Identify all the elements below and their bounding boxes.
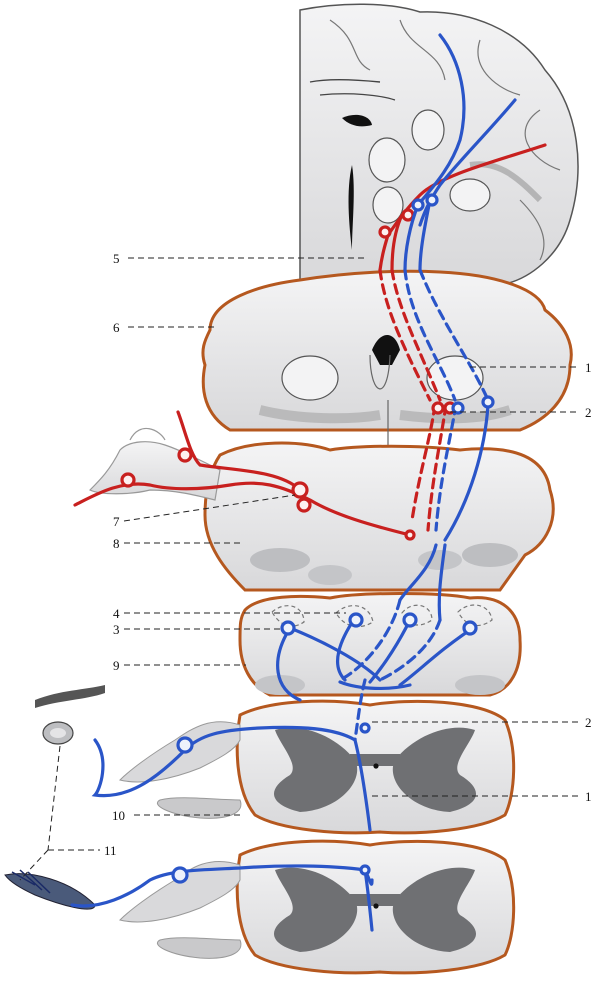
label-7: 7	[113, 514, 120, 529]
label-2-upper: 2	[585, 405, 592, 420]
label-leader-lines	[19, 257, 578, 881]
label-9: 9	[113, 658, 120, 673]
label-11: 11	[104, 843, 117, 858]
pons-section	[88, 427, 555, 592]
label-3: 3	[113, 622, 120, 637]
spinal-cord-upper-section	[119, 699, 516, 835]
label-4: 4	[113, 606, 120, 621]
muscle-spindle-receptor	[4, 869, 96, 910]
label-1-upper: 1	[585, 360, 592, 375]
label-5: 5	[113, 251, 120, 266]
label-6: 6	[113, 320, 120, 335]
cerebral-hemisphere-section	[299, 3, 579, 286]
diagram-labels: 5 6 1 2 7 8 4 3 9 2 1 10 11	[104, 251, 592, 858]
blue-pathway	[70, 33, 517, 932]
midbrain-section	[201, 269, 573, 445]
spinal-cord-lower-section	[119, 839, 516, 975]
label-2-lower: 2	[585, 715, 592, 730]
skin-receptor	[35, 685, 105, 745]
label-10: 10	[112, 808, 125, 823]
label-1-lower: 1	[585, 789, 592, 804]
label-8: 8	[113, 536, 120, 551]
